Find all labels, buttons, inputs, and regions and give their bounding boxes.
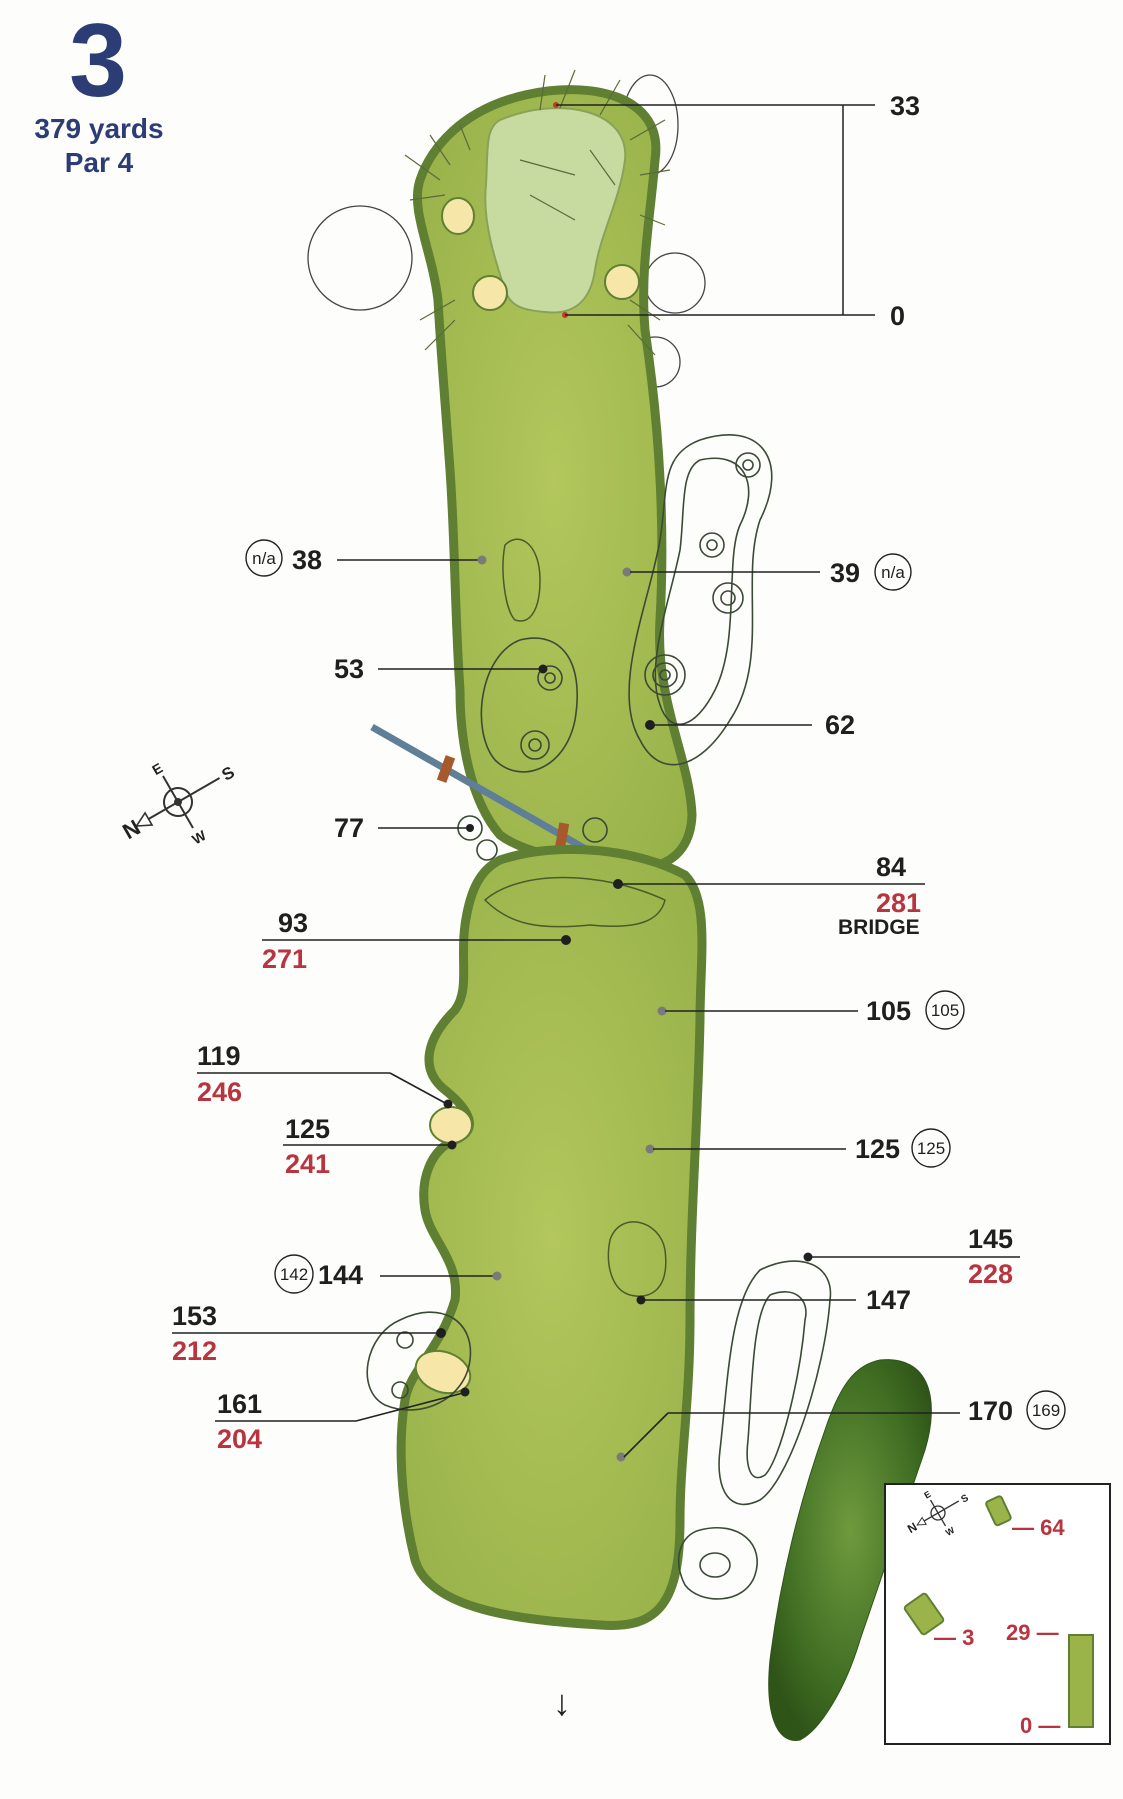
hole-par: Par 4 [65,147,134,178]
marker-53 [538,664,548,674]
badge-105-label: 105 [931,1001,959,1020]
marker-161 [460,1387,470,1397]
tee-64-label: — 64 [1012,1515,1065,1540]
mound-147 [607,1221,667,1297]
badge-142-label: 142 [280,1265,308,1284]
badge-39 [874,553,912,591]
dist-125-right: 125 [855,1134,900,1164]
fairway-mound [502,538,541,622]
dist-84-red: 281 [876,888,921,918]
bridge-post [436,755,456,783]
green-scale-bottom: 0 [890,301,905,331]
lower-fairway [396,844,707,1631]
dist-84: 84 [876,852,906,882]
compass-w: W [189,827,209,848]
dist-161: 161 [217,1389,262,1419]
tee-3 [903,1592,945,1636]
marker-84 [613,879,623,889]
dist-145-red: 228 [968,1259,1013,1289]
badge-142 [274,1254,314,1294]
dist-153: 153 [172,1301,217,1331]
marker-77 [466,824,474,832]
green-scale-top: 33 [890,91,920,121]
bunker [472,275,508,311]
badge-38 [245,539,283,577]
marker-39 [622,567,632,577]
marker-170 [616,1452,626,1462]
dist-125-left-red: 241 [285,1149,330,1179]
putting-green [484,107,627,314]
marker-145 [803,1252,813,1262]
marker-105 [657,1006,667,1016]
bunker [604,264,640,300]
tee-0-label: 0 — [1020,1713,1060,1738]
tee-3-label: — 3 [934,1625,974,1650]
bunker-161 [414,1349,472,1395]
bunker-119 [429,1106,473,1144]
dist-39: 39 [830,558,860,588]
marker-125-left [447,1140,457,1150]
dist-105: 105 [866,996,911,1026]
dist-119: 119 [197,1041,241,1071]
right-hazard [677,1260,832,1600]
dist-119-red: 246 [197,1077,242,1107]
marker-93 [561,935,571,945]
rough-lines [404,69,671,356]
play-direction-arrow: ↓ [553,1682,571,1723]
badge-125-label: 125 [917,1139,945,1158]
tee-29-label: 29 — [1006,1620,1059,1645]
dist-77: 77 [334,813,364,843]
bunker [441,197,475,235]
slope-contours [480,434,773,773]
dist-153-red: 212 [172,1336,217,1366]
badge-169 [1026,1390,1066,1430]
marker-62 [645,720,655,730]
tee-box-inset: N E S W — 64 — 3 29 — 0 — [884,1483,1111,1745]
dist-38: 38 [292,545,322,575]
bridge-label: BRIDGE [838,916,920,939]
dist-93-red: 271 [262,944,307,974]
compass: N E S W [118,760,238,848]
badge-38-label: n/a [252,549,276,568]
marker-147 [636,1295,646,1305]
dist-62: 62 [825,710,855,740]
bunker-153-contours [366,1311,472,1411]
dist-144: 144 [318,1260,363,1290]
marker-153 [436,1328,446,1338]
inset-compass-s: S [959,1493,971,1506]
dist-145: 145 [968,1224,1013,1254]
tee-64 [985,1495,1012,1527]
dist-53: 53 [334,654,364,684]
compass-s: S [219,763,238,785]
marker-119 [443,1099,453,1109]
inset-compass-e: E [922,1489,932,1501]
dist-161-red: 204 [217,1424,262,1454]
badge-39-label: n/a [881,563,905,582]
dist-170: 170 [968,1396,1013,1426]
badge-169-label: 169 [1032,1401,1060,1420]
ridge-hatch [483,876,666,928]
compass-e: E [149,760,165,779]
dist-125-left: 125 [285,1114,330,1144]
marker-125-right [645,1144,655,1154]
hole-yards: 379 yards [34,113,163,144]
marker-38 [477,555,487,565]
badge-105 [925,990,965,1030]
bridge-post [554,822,570,850]
badge-125 [911,1128,951,1168]
hole-number: 3 [69,3,127,119]
marker-144 [492,1271,502,1281]
dist-93: 93 [278,908,308,938]
green-depth-scale [556,104,875,316]
tree-cluster [768,1359,932,1741]
dist-147: 147 [866,1285,911,1315]
tee-main [1068,1634,1094,1728]
